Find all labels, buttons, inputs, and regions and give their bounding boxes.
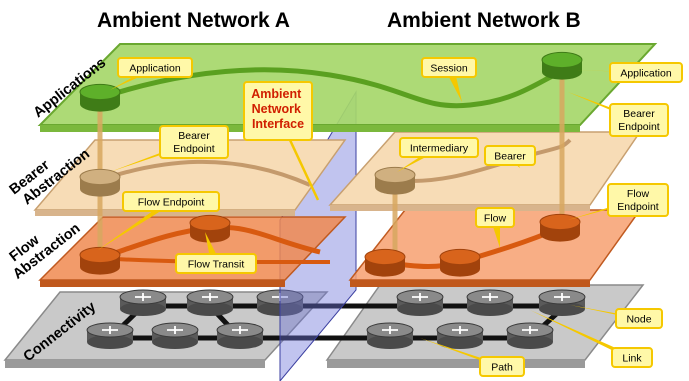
svg-text:Ambient Network In: Ambient Network Interface [251,87,304,131]
flow-transit-icon [189,214,231,243]
router-node-icon [538,289,586,316]
flow-transit-icon [439,248,481,277]
router-node-icon [186,289,234,316]
svg-text:Node: Node [626,314,651,326]
svg-text:Flow: Flow [484,213,507,225]
svg-text:Flow Transit: Flow Transit [188,259,245,271]
svg-text:Path: Path [491,362,513,374]
flow-endpoint-icon [79,246,121,275]
flow-endpoint-icon [539,213,581,242]
ambient-network-interface-callout: Ambient Network Interface [243,81,320,201]
svg-text:Link: Link [622,353,642,365]
callout-application-left: Application [110,57,193,90]
router-node-icon [506,322,554,349]
svg-text:Session: Session [430,63,468,75]
svg-text:Application: Application [129,63,181,75]
callout-flow: Flow [475,207,515,248]
callout-link: Link [530,310,653,368]
callout-intermediary: Intermediary [397,137,479,172]
callout-path: Path [420,338,525,377]
router-node-icon [216,322,264,349]
application-endpoint-icon [541,51,583,80]
network-b-title: Ambient Network B [387,9,581,32]
svg-text:Flow Endpoint: Flow Endpoint [138,197,205,209]
endpoint-cylinder-icon [79,51,583,277]
callout-flow-transit: Flow Transit [175,232,257,274]
callout-session: Session [421,57,477,102]
router-node-icon [366,322,414,349]
svg-text:Bearer: Bearer [494,151,526,163]
router-node-icon [436,322,484,349]
callout-bearer: Bearer [484,145,536,168]
bearer-endpoint-icon [79,168,121,197]
router-node-icon [119,289,167,316]
intermediary-icon [374,166,416,195]
network-a-title: Ambient Network A [97,9,290,32]
application-endpoint-icon [79,83,121,112]
callout-node: Node [570,305,663,329]
callout-application-right: Application [575,62,683,83]
router-node-icon [396,289,444,316]
svg-text:Intermediary: Intermediary [410,143,469,155]
router-node-icon [151,322,199,349]
router-node-icon [86,322,134,349]
svg-text:Application: Application [620,68,672,80]
flow-endpoint-icon [364,248,406,277]
callout-flow-endpoint-left: Flow Endpoint [98,191,220,250]
router-node-icon [466,289,514,316]
